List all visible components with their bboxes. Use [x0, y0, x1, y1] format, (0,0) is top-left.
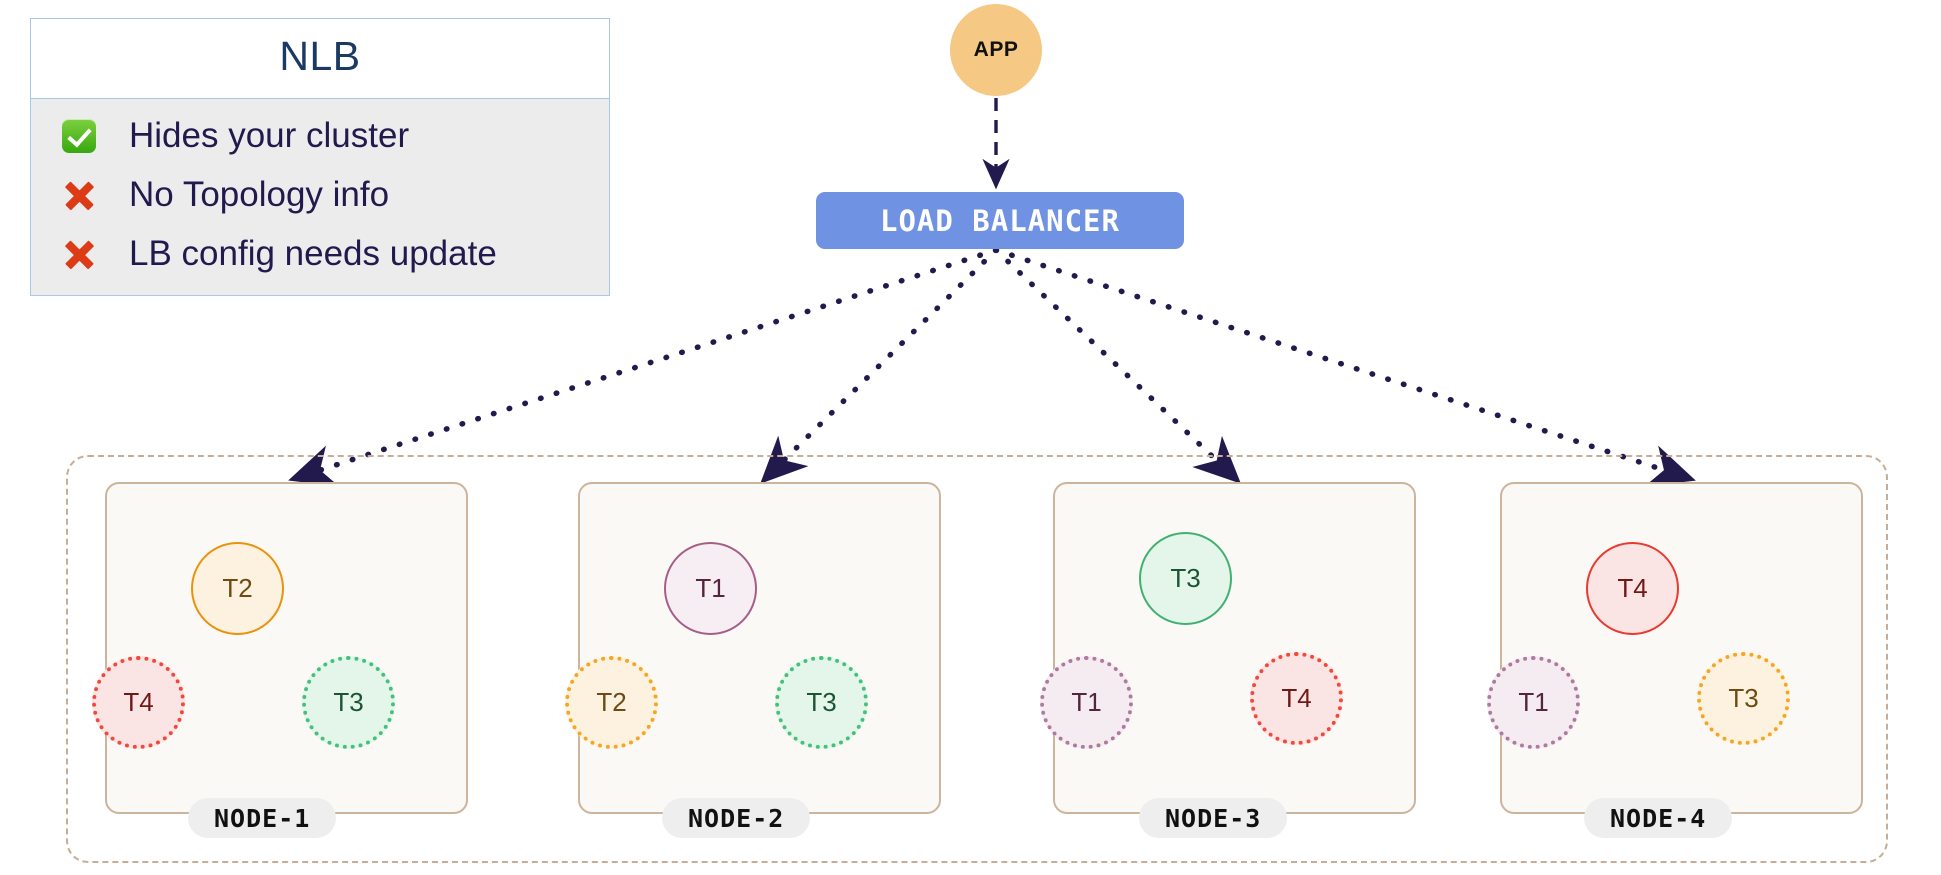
cluster-boundary	[66, 455, 1888, 863]
load-balancer-node[interactable]: LOAD BALANCER	[816, 192, 1184, 249]
tenant-replica[interactable]: T1	[1040, 656, 1133, 749]
nlb-legend-title: NLB	[31, 19, 609, 98]
check-icon	[53, 118, 105, 153]
legend-item-label: No Topology info	[129, 174, 390, 214]
node-box-3[interactable]: T3 T1 T4	[1040, 482, 1416, 814]
cross-icon	[53, 236, 105, 272]
tenant-replica[interactable]: T4	[92, 656, 185, 749]
legend-item-label: Hides your cluster	[129, 115, 410, 155]
legend-item-no-topology: No Topology info	[31, 165, 609, 224]
tenant-replica[interactable]: T4	[1250, 652, 1343, 745]
tenant-replica[interactable]: T3	[302, 656, 395, 749]
node-box-1[interactable]: T2 T4 T3	[92, 482, 468, 814]
node-box-4[interactable]: T4 T1 T3	[1487, 482, 1863, 814]
edge-lb-to-node-3	[993, 247, 1241, 484]
node-label: NODE-3	[1139, 798, 1288, 838]
tenant-replica[interactable]: T1	[1487, 656, 1580, 749]
tenant-primary[interactable]: T4	[1586, 542, 1679, 635]
nlb-legend-panel: NLB Hides your cluster No Topology info …	[30, 18, 610, 296]
cross-icon	[53, 177, 105, 213]
node-label: NODE-4	[1584, 798, 1733, 838]
tenant-replica[interactable]: T3	[775, 656, 868, 749]
edge-lb-to-node-4	[993, 247, 1696, 487]
node-label: NODE-1	[188, 798, 337, 838]
app-node[interactable]: APP	[950, 4, 1042, 96]
legend-item-lb-config: LB config needs update	[31, 224, 609, 283]
legend-item-label: LB config needs update	[129, 233, 497, 273]
tenant-replica[interactable]: T3	[1697, 652, 1790, 745]
node-box-2[interactable]: T1 T2 T3	[565, 482, 941, 814]
tenant-primary[interactable]: T2	[191, 542, 284, 635]
node-label: NODE-2	[662, 798, 811, 838]
tenant-replica[interactable]: T2	[565, 656, 658, 749]
tenant-primary[interactable]: T3	[1139, 532, 1232, 625]
legend-item-hides-cluster: Hides your cluster	[31, 106, 609, 165]
edge-lb-to-node-2	[760, 247, 999, 484]
nlb-legend-body: Hides your cluster No Topology info LB c…	[31, 98, 609, 295]
tenant-primary[interactable]: T1	[664, 542, 757, 635]
